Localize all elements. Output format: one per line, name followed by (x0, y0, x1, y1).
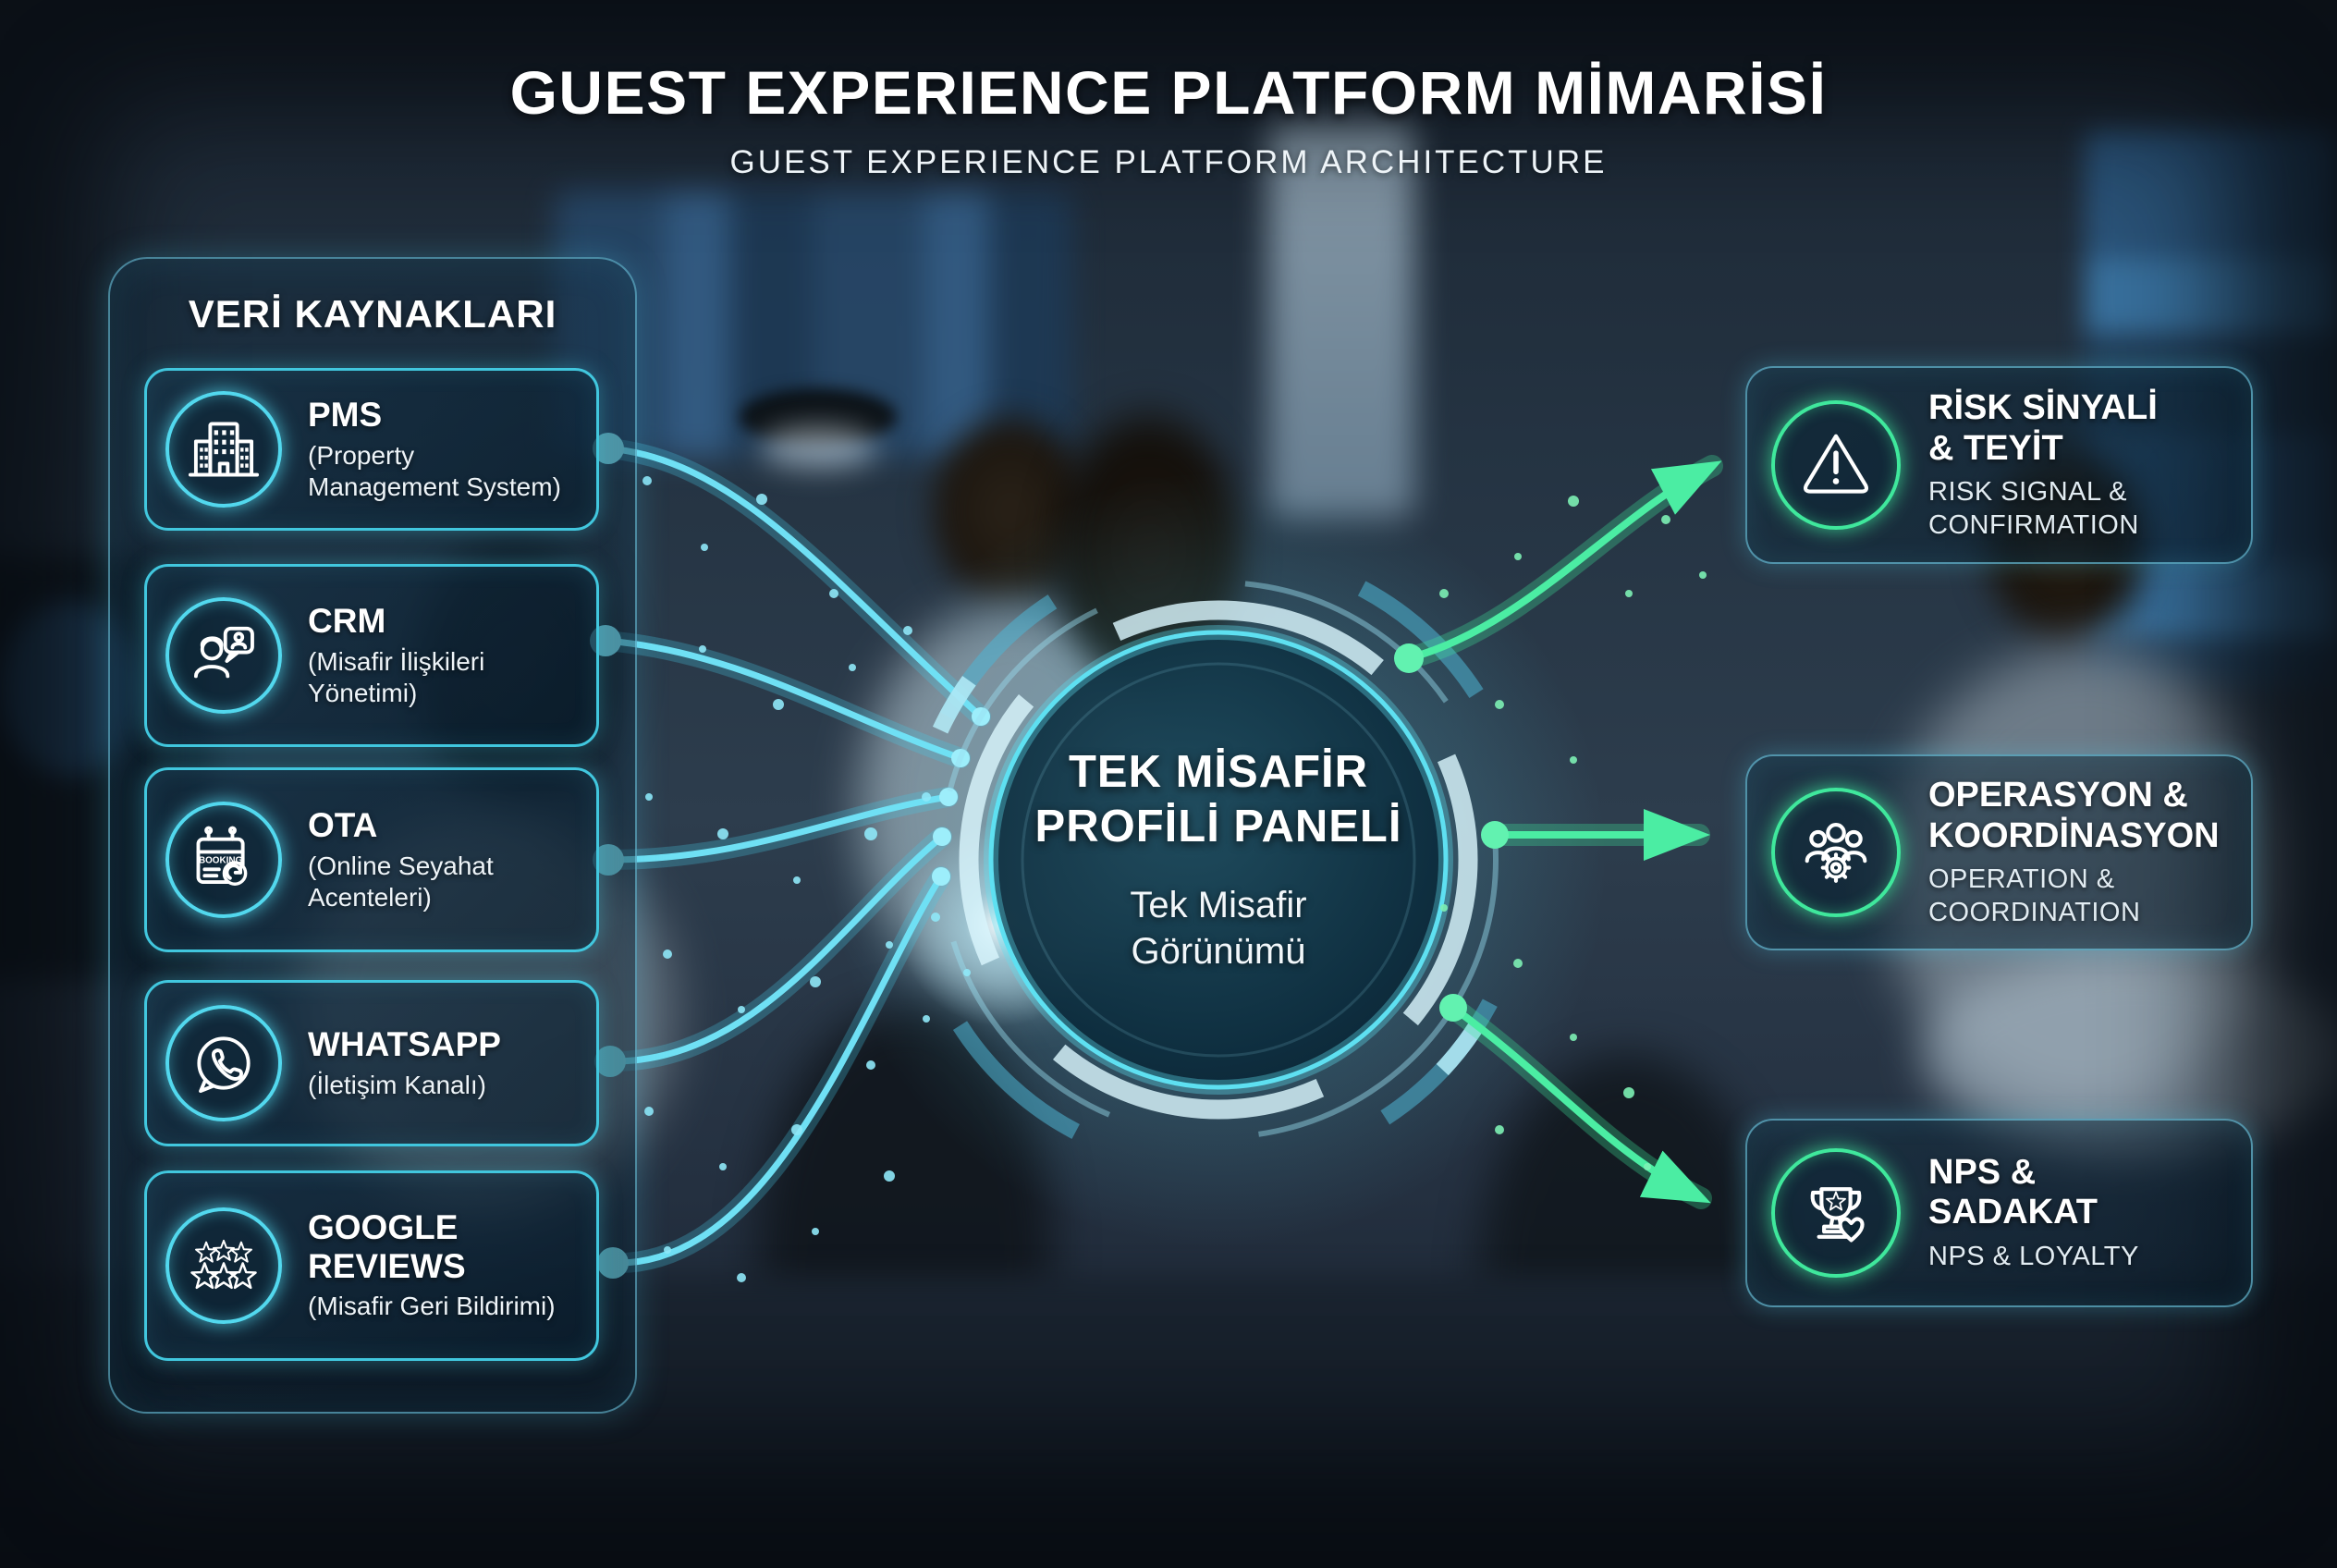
output-subtitle: RISK SIGNAL & CONFIRMATION (1928, 477, 2139, 540)
support-agent-chat-icon (165, 597, 282, 714)
warning-triangle-icon (1771, 400, 1901, 530)
output-item-risk[interactable]: RİSK SİNYALİ & TEYİT RISK SIGNAL & CONFI… (1745, 366, 2253, 564)
whatsapp-icon (165, 1005, 282, 1121)
source-item-google-reviews[interactable]: GOOGLE REVIEWS (Misafir Geri Bildirimi) (144, 1170, 599, 1361)
bg-lamp-glow (760, 427, 876, 468)
hub-subtitle: Tek Misafir Görünümü (1130, 884, 1307, 972)
cyan-connectors (590, 433, 991, 1279)
rating-stars-icon (165, 1207, 282, 1324)
page-subtitle: GUEST EXPERIENCE PLATFORM ARCHITECTURE (729, 144, 1608, 180)
output-title: OPERASYON & KOORDİNASYON (1928, 775, 2220, 855)
output-title: RİSK SİNYALİ & TEYİT (1928, 387, 2158, 468)
source-subtitle: (Misafir İlişkileri Yönetimi) (308, 646, 485, 707)
page-title: GUEST EXPERIENCE PLATFORM MİMARİSİ (509, 58, 1828, 127)
source-item-crm[interactable]: CRM (Misafir İlişkileri Yönetimi) (144, 564, 599, 747)
source-subtitle: (Property Management System) (308, 440, 561, 501)
bg-bright-screen (1268, 120, 1414, 518)
source-title: OTA (308, 806, 378, 845)
green-arrows (1394, 455, 1723, 1209)
hub-title: TEK MİSAFİR PROFİLİ PANELİ (1034, 747, 1402, 851)
bg-left-screen-glow (0, 601, 139, 777)
particles (642, 476, 1707, 1282)
hub-rings (903, 545, 1534, 1175)
source-subtitle: (İletişim Kanalı) (308, 1070, 486, 1099)
source-title: PMS (308, 396, 383, 435)
source-title: GOOGLE REVIEWS (308, 1208, 466, 1285)
output-title: NPS & SADAKAT (1928, 1152, 2098, 1232)
output-subtitle: NPS & LOYALTY (1928, 1242, 2139, 1271)
source-subtitle: (Online Seyahat Acenteleri) (308, 851, 494, 912)
source-item-whatsapp[interactable]: WHATSAPP (İletişim Kanalı) (144, 980, 599, 1146)
output-subtitle: OPERATION & COORDINATION (1928, 864, 2141, 927)
source-title: CRM (308, 602, 386, 641)
building-icon (165, 391, 282, 508)
output-item-nps[interactable]: NPS & SADAKAT NPS & LOYALTY (1745, 1119, 2253, 1307)
trophy-loyalty-icon (1771, 1148, 1901, 1278)
source-item-pms[interactable]: PMS (Property Management System) (144, 368, 599, 531)
booking-icon-label: BOOKING (199, 855, 243, 865)
source-subtitle: (Misafir Geri Bildirimi) (308, 1292, 556, 1321)
output-item-operations[interactable]: OPERASYON & KOORDİNASYON OPERATION & COO… (1745, 754, 2253, 950)
team-gear-icon (1771, 788, 1901, 917)
booking-calendar-icon: BOOKING (165, 802, 282, 918)
source-item-ota[interactable]: BOOKING OTA (Online Seyahat Acenteleri) (144, 767, 599, 952)
hub-guest-profile-panel[interactable]: TEK MİSAFİR PROFİLİ PANELİ Tek Misafir G… (994, 635, 1443, 1084)
source-title: WHATSAPP (308, 1025, 501, 1064)
sources-panel-header: VERİ KAYNAKLARI (188, 292, 557, 336)
header: GUEST EXPERIENCE PLATFORM MİMARİSİ GUEST… (0, 57, 2337, 181)
